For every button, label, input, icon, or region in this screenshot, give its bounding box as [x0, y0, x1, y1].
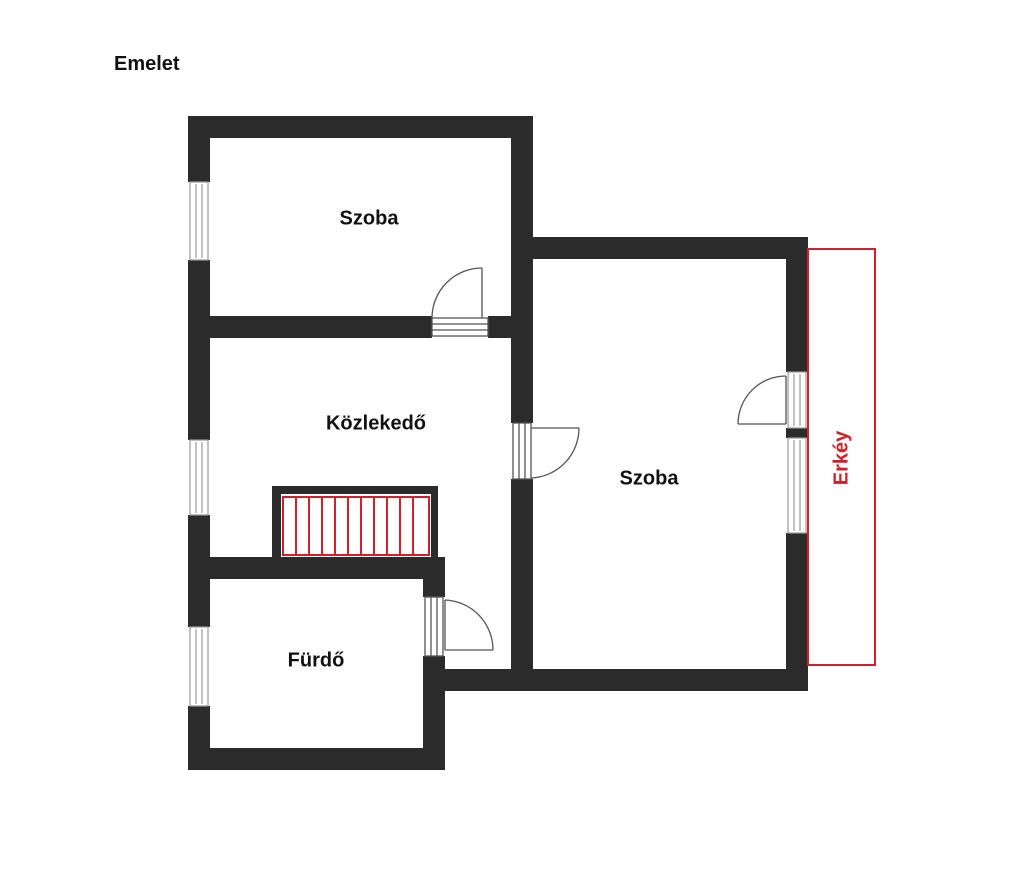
room-label-kozlekedo: Közlekedő [326, 412, 426, 434]
room-label-szoba-top: Szoba [340, 207, 400, 229]
wall [423, 669, 533, 691]
wall [786, 237, 808, 372]
wall [511, 116, 533, 423]
wall [188, 116, 210, 182]
wall [188, 260, 210, 440]
window [787, 437, 807, 534]
wall [188, 116, 533, 138]
door[interactable] [431, 267, 489, 337]
wall [188, 557, 445, 579]
wall [272, 486, 438, 494]
door[interactable] [512, 422, 580, 480]
wall [786, 428, 808, 438]
wall [511, 479, 533, 691]
wall [431, 486, 438, 559]
wall [488, 316, 533, 338]
window [189, 626, 209, 707]
balcony-outline [807, 248, 876, 666]
balcony-label: Erkéy [830, 430, 852, 485]
floor-title: Emelet [114, 53, 180, 75]
window [189, 181, 209, 261]
wall [272, 486, 281, 559]
doors [424, 267, 787, 657]
room-label-furdo: Fürdő [288, 649, 345, 671]
window [189, 439, 209, 516]
wall [511, 669, 808, 691]
wall [188, 316, 432, 338]
wall [786, 533, 808, 691]
stairs [282, 496, 430, 556]
window [787, 371, 807, 429]
room-label-szoba-right: Szoba [620, 467, 680, 489]
wall [423, 557, 445, 597]
wall [188, 748, 445, 770]
door[interactable] [424, 596, 494, 657]
door[interactable] [737, 375, 787, 425]
walls [188, 116, 808, 770]
windows [189, 181, 807, 707]
wall [511, 237, 808, 259]
